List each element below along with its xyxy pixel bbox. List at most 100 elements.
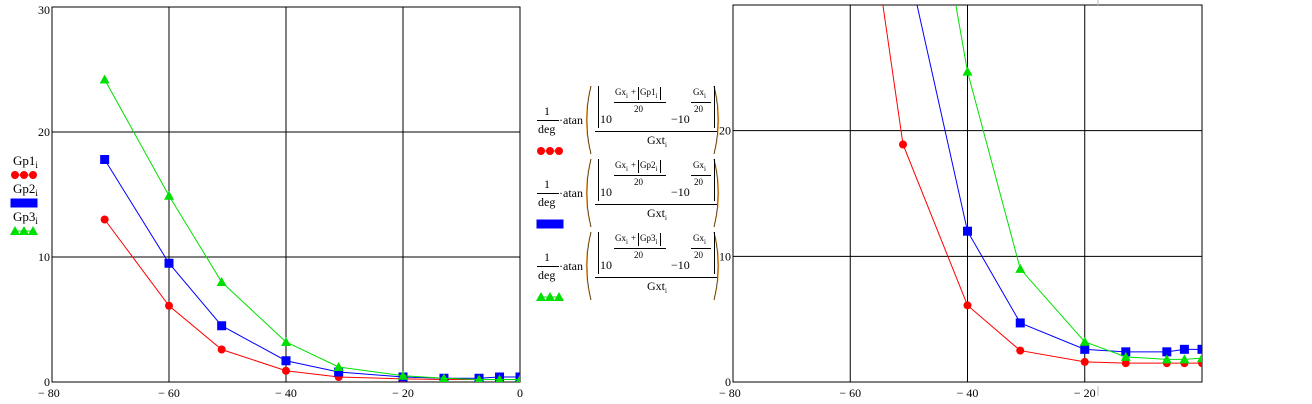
fraction-bar xyxy=(691,248,711,249)
abs-bar xyxy=(638,233,639,246)
series-1-point xyxy=(1080,357,1089,366)
abs-bar xyxy=(598,159,599,201)
parentheses-icon xyxy=(585,231,720,301)
series-3-point xyxy=(1179,354,1190,364)
series-line-3 xyxy=(104,79,520,380)
series-3-point xyxy=(495,374,504,382)
triangle-icon xyxy=(19,226,29,235)
series-2-point xyxy=(1197,344,1202,354)
series-2-point xyxy=(515,372,520,382)
exponent-denominator-20: 20 xyxy=(634,104,643,114)
y-tick-label: 10 xyxy=(719,249,731,263)
legend-marker-circle xyxy=(537,147,563,155)
legend-marker-circle xyxy=(11,171,37,179)
fraction-bar xyxy=(614,102,666,103)
series-3-point xyxy=(398,370,408,380)
y-tick-label: 20 xyxy=(719,124,731,138)
abs-bar xyxy=(638,160,639,173)
exponent-gx: Gxi xyxy=(693,160,706,173)
legend-label-gp2: Gp2i xyxy=(13,181,38,198)
exponent-denominator-20: 20 xyxy=(694,250,703,260)
series-1-point xyxy=(899,140,908,149)
fraction-bar xyxy=(595,204,717,205)
x-tick-label: − 20 xyxy=(392,386,414,400)
denominator-gxt: Gxti xyxy=(647,279,667,295)
denominator-gxt: Gxti xyxy=(647,133,667,149)
plus-sign: + xyxy=(631,87,637,97)
exponent-gp: Gp3i xyxy=(640,233,658,246)
x-tick-label: − 40 xyxy=(957,386,979,400)
exponent-gx: Gxi xyxy=(615,233,628,246)
x-tick-label: − 80 xyxy=(38,386,60,400)
exponent-gp: Gp1i xyxy=(640,87,658,100)
x-tick-label: − 60 xyxy=(839,386,861,400)
series-2-point xyxy=(217,321,227,331)
numerator-one: 1 xyxy=(544,250,550,264)
series-3-point xyxy=(474,374,484,382)
base-ten: 10 xyxy=(600,185,612,199)
exponent-gx: Gxi xyxy=(693,233,706,246)
y-tick-label: 0 xyxy=(725,375,731,389)
y-tick-label: 30 xyxy=(38,3,50,17)
fraction-bar xyxy=(691,102,711,103)
circle-icon xyxy=(555,147,563,155)
series-3-point xyxy=(333,362,344,371)
numerator-one: 1 xyxy=(544,177,550,191)
x-tick-label: − 60 xyxy=(158,386,180,400)
series-2-point xyxy=(963,226,972,236)
x-tick-label: − 80 xyxy=(719,386,741,400)
base-ten: 10 xyxy=(600,112,612,126)
plus-sign: + xyxy=(631,233,637,243)
series-line-3 xyxy=(955,5,1202,360)
legend-marker-square xyxy=(10,198,38,208)
series-1-point xyxy=(963,301,972,310)
circle-icon xyxy=(546,147,554,155)
exponent-denominator-20: 20 xyxy=(694,104,703,114)
series-2-point xyxy=(1015,318,1025,328)
plot-frame xyxy=(51,6,521,383)
series-line-2 xyxy=(104,159,520,379)
legend-marker-triangle xyxy=(10,226,38,235)
series-3-point xyxy=(164,190,174,200)
plot-frame xyxy=(732,4,1203,383)
abs-bar xyxy=(638,87,639,100)
minus-ten: −10 xyxy=(671,112,690,126)
series-line-1 xyxy=(882,5,1202,364)
series-2-point xyxy=(334,367,344,377)
exponent-denominator-20: 20 xyxy=(634,250,643,260)
exponent-gx: Gxi xyxy=(615,87,628,100)
x-tick-label: − 40 xyxy=(275,386,297,400)
abs-bar xyxy=(598,232,599,274)
numerator-one: 1 xyxy=(544,104,550,118)
atan-label: ·atan xyxy=(559,113,583,127)
base-ten: 10 xyxy=(600,258,612,272)
parentheses-icon xyxy=(585,85,720,155)
series-2-point xyxy=(1162,347,1172,357)
series-3-point xyxy=(1120,351,1131,361)
series-3-point xyxy=(1161,354,1172,364)
y-tick-label: 0 xyxy=(44,375,50,389)
square-icon xyxy=(545,219,555,229)
series-1-point xyxy=(1016,346,1025,355)
series-2-point xyxy=(164,258,174,268)
circle-icon xyxy=(11,171,19,179)
exponent-gx: Gxi xyxy=(693,87,706,100)
square-icon xyxy=(10,198,20,208)
series-3-point xyxy=(1015,263,1026,273)
legend-label-gp3: Gp3i xyxy=(13,209,38,226)
atan-label: ·atan xyxy=(559,259,583,273)
triangle-icon xyxy=(10,226,20,235)
series-2-point xyxy=(1080,344,1090,354)
abs-bar xyxy=(714,232,715,274)
series-1-point xyxy=(100,215,109,224)
legend-marker-triangle xyxy=(536,292,564,301)
fraction-bar xyxy=(691,175,711,176)
triangle-icon xyxy=(28,226,38,235)
series-2-point xyxy=(281,356,291,366)
